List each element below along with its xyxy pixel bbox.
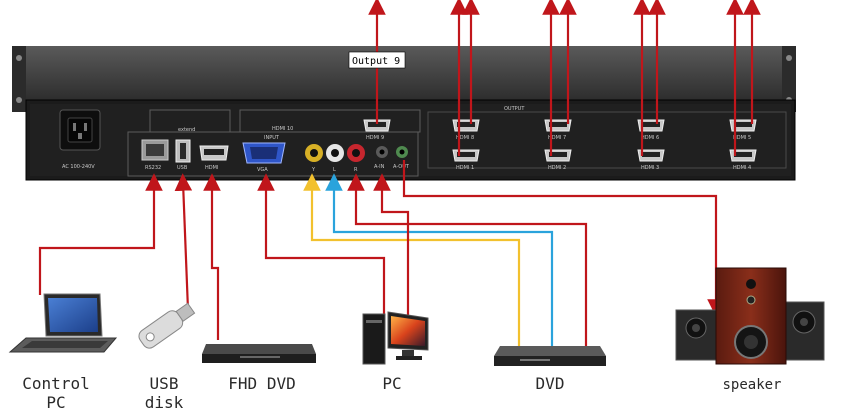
hdmi10-label: HDMI 10 [272, 126, 293, 132]
hdmi9-label: HDMI 9 [366, 135, 384, 141]
hdmi-1-port [452, 149, 480, 162]
hdmi-9-port [363, 119, 391, 132]
cable-dvd-audio-l [325, 173, 554, 348]
a-out-label: A-OUT [393, 164, 410, 170]
hdmi2-label: HDMI 2 [548, 165, 566, 171]
fhd-dvd-caption: FHD DVD [228, 374, 296, 393]
hdmi4-label: HDMI 4 [733, 165, 751, 171]
fhd-dvd-player-icon [202, 344, 316, 363]
usb-port [175, 139, 191, 163]
hdmi-4-port [729, 149, 757, 162]
l-label: L [333, 167, 336, 173]
hdmi8-label: HDMI 8 [456, 135, 474, 141]
desktop-pc-icon [362, 311, 429, 365]
output-9-callout: Output 9 [348, 51, 406, 69]
audio-in-jack [376, 146, 388, 158]
usb-label: USB [177, 165, 188, 171]
dvd-caption: DVD [535, 374, 565, 393]
output-label: OUTPUT [504, 106, 525, 112]
hdmi7-label: HDMI 7 [548, 135, 566, 141]
rs232-port [141, 139, 169, 161]
power-label: AC 100-240V [62, 164, 95, 170]
audio-out-jack [396, 146, 408, 158]
usb-disk-caption: USB disk [136, 374, 192, 412]
input-label: INPUT [264, 135, 280, 141]
hdmi5-label: HDMI 5 [733, 135, 751, 141]
output-arrows [368, 0, 761, 156]
speaker-caption: speaker [722, 377, 782, 393]
cable-pc-audio [373, 173, 410, 318]
hdmi-3-port [637, 149, 665, 162]
speaker-set-icon [675, 267, 825, 365]
hdmi-2-port [544, 149, 572, 162]
cable-pc-vga [257, 173, 386, 318]
laptop-icon [8, 293, 118, 353]
control-pc-caption: Control PC [14, 374, 98, 412]
a-in-label: A-IN [374, 164, 385, 170]
rs232-label: RS232 [145, 165, 161, 171]
input-cables [38, 160, 725, 348]
dvd-player-icon [494, 346, 606, 366]
cable-dvd-audio-r [347, 173, 588, 348]
hdmi-input-port [199, 145, 229, 161]
hdmi-5-port [729, 119, 757, 132]
hdmi6-label: HDMI 6 [641, 135, 659, 141]
callout-label: Output 9 [352, 56, 400, 67]
cable-fhd-dvd [203, 173, 221, 340]
rca-r-port [347, 144, 365, 162]
pc-caption: PC [382, 374, 402, 393]
hdmi1-label: HDMI 1 [456, 165, 474, 171]
r-label: R [354, 167, 358, 173]
cable-dvd-video [303, 173, 521, 348]
y-label: Y [311, 167, 316, 173]
hdmi-in-label: HDMI [205, 165, 218, 171]
control-pc-caption-line2: PC [46, 393, 66, 412]
control-pc-caption-line1: Control [22, 374, 90, 393]
vga-label: VGA [257, 167, 268, 173]
cable-usb-disk [174, 173, 193, 311]
hdmi-8-port [452, 119, 480, 132]
usb-disk-caption-line1: USB [149, 374, 179, 393]
usb-disk-caption-line2: disk [144, 393, 184, 412]
video-matrix-device: AC 100-240V extend HDMI 10 INPUT RS232 U… [12, 46, 796, 181]
extend-label: extend [178, 127, 195, 133]
power-socket [59, 109, 101, 151]
usb-disk-icon [138, 302, 196, 349]
hdmi3-label: HDMI 3 [641, 165, 659, 171]
cable-control-pc [38, 173, 163, 295]
vga-port [242, 142, 286, 164]
cable-speaker [402, 160, 725, 317]
rca-y-port [305, 144, 323, 162]
rca-l-port [326, 144, 344, 162]
